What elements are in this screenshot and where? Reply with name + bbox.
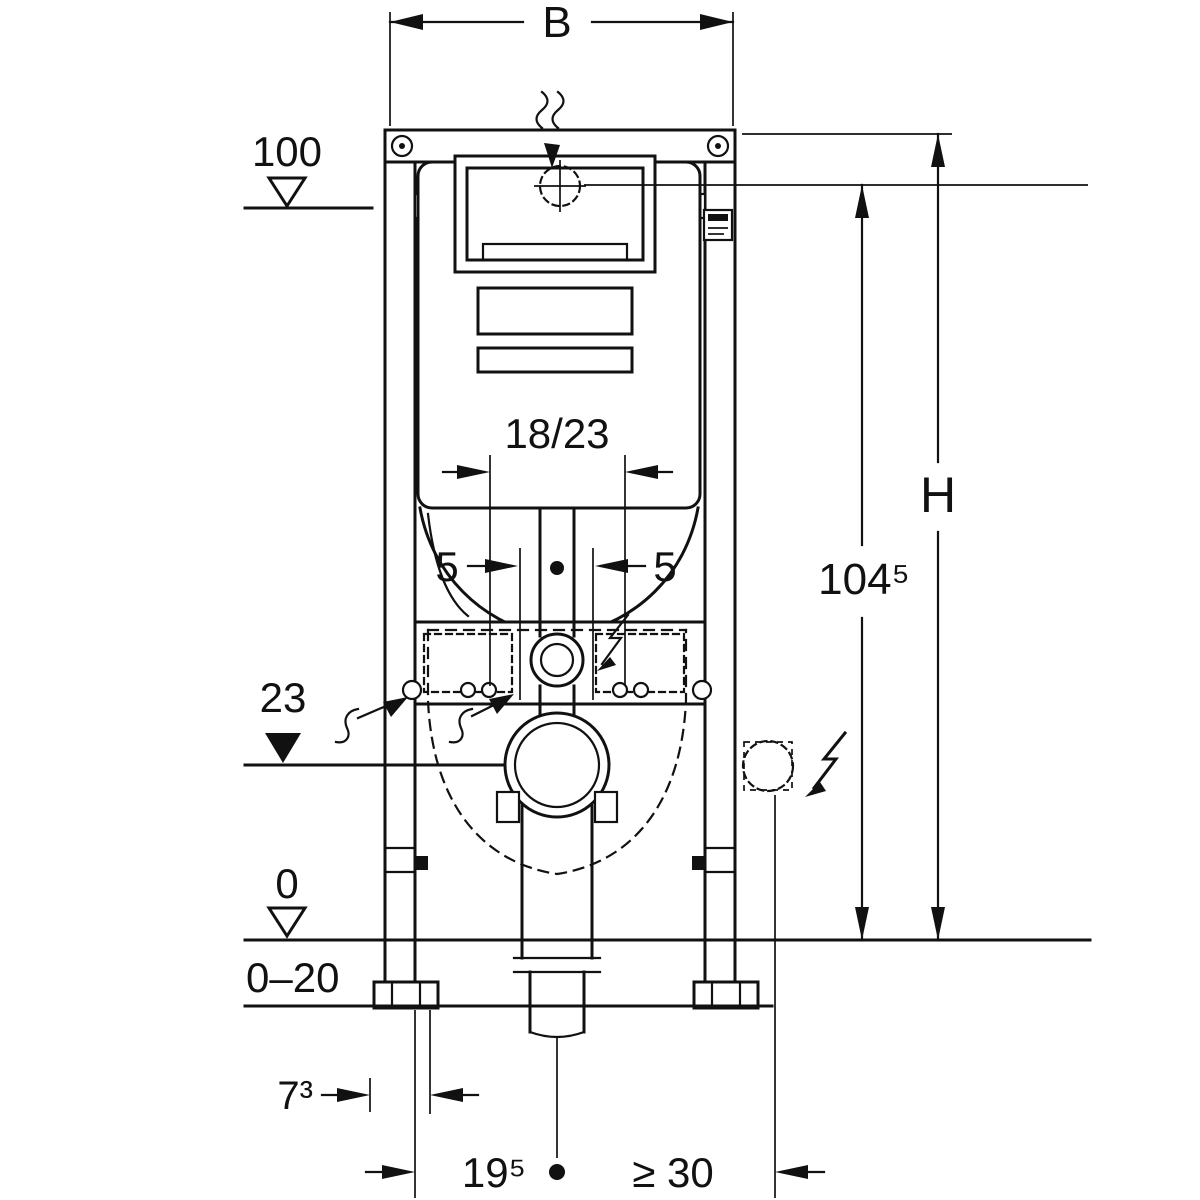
dimension-height-104-5: 104⁵ bbox=[584, 183, 1088, 942]
dimension-label: H bbox=[920, 467, 956, 523]
leg-clamp-screw bbox=[692, 856, 706, 870]
drain-bend bbox=[503, 711, 611, 819]
label-sticker bbox=[476, 346, 634, 374]
electrical-icons bbox=[597, 613, 848, 797]
dimension-label: 18/23 bbox=[504, 410, 609, 457]
level-marker-0: 0 0–20 bbox=[246, 860, 339, 1001]
lightning-icon bbox=[597, 613, 630, 671]
dimension-label: 23 bbox=[260, 674, 307, 721]
wc-pan-outline bbox=[426, 628, 688, 876]
dimension-label: 100 bbox=[252, 128, 322, 175]
right-rail bbox=[703, 128, 737, 990]
brand-plate bbox=[702, 208, 734, 242]
right-foot bbox=[692, 980, 760, 1010]
anchor-hole bbox=[691, 679, 713, 701]
floor-reference-lines bbox=[243, 938, 1092, 1008]
pipe-clamp bbox=[495, 790, 521, 824]
dimension-label: 7³ bbox=[277, 1074, 313, 1118]
dimension-height-H: H bbox=[742, 132, 956, 942]
left-foot bbox=[372, 980, 440, 1010]
dimension-label: 19⁵ bbox=[462, 1149, 526, 1196]
leg-clamp-screw bbox=[414, 856, 428, 870]
dimension-label: ≥ 30 bbox=[632, 1149, 713, 1196]
fixing-hole bbox=[459, 681, 477, 699]
electrical-box bbox=[741, 739, 795, 793]
label-sticker bbox=[476, 286, 634, 336]
water-supply-icons bbox=[334, 90, 565, 744]
water-flow-icon bbox=[535, 90, 565, 168]
bottom-reference-lines bbox=[414, 795, 776, 1198]
fixing-hole bbox=[480, 681, 498, 699]
centerline-dot bbox=[550, 561, 564, 575]
flush-plate-center-icon bbox=[534, 160, 586, 212]
filled-triangle-icon bbox=[265, 733, 301, 763]
flush-and-drain-pipes bbox=[495, 506, 619, 1039]
fixing-hole bbox=[632, 681, 650, 699]
dimension-foot-offset: 7³ bbox=[277, 1074, 480, 1118]
fill-valve-pipe bbox=[426, 512, 470, 618]
anchor-hole bbox=[401, 679, 423, 701]
dimension-label: B bbox=[542, 0, 571, 47]
concealed-cistern bbox=[416, 154, 702, 636]
fixing-hole bbox=[611, 681, 629, 699]
flush-bend-connector bbox=[529, 632, 585, 688]
lightning-icon bbox=[805, 730, 848, 797]
level-marker-100: 100 bbox=[243, 128, 374, 210]
dimension-width-B: B bbox=[388, 0, 735, 126]
actuator-bar bbox=[481, 242, 629, 262]
dimension-label: 5 bbox=[653, 543, 676, 590]
centerline-dot bbox=[549, 1164, 565, 1180]
dimension-offset-5: 5 5 bbox=[435, 543, 677, 700]
dimension-bottom-offsets: 19⁵ ≥ 30 bbox=[364, 1149, 826, 1196]
dimension-label: 5 bbox=[435, 543, 458, 590]
dimension-rod-spacing: 18/23 bbox=[441, 410, 674, 686]
open-triangle-icon bbox=[266, 906, 308, 939]
dimension-label: 104⁵ bbox=[818, 555, 910, 604]
mounting-frame bbox=[372, 128, 760, 1010]
water-flow-icon bbox=[448, 694, 514, 744]
dimension-label: 0 bbox=[275, 860, 298, 907]
inspection-shaft bbox=[453, 154, 657, 274]
level-marker-23: 23 bbox=[243, 674, 506, 767]
open-triangle-icon bbox=[266, 176, 308, 209]
pipe-clamp bbox=[593, 790, 619, 824]
dimension-label: 0–20 bbox=[246, 954, 339, 1001]
left-rail bbox=[383, 128, 417, 990]
water-flow-icon bbox=[334, 697, 408, 744]
